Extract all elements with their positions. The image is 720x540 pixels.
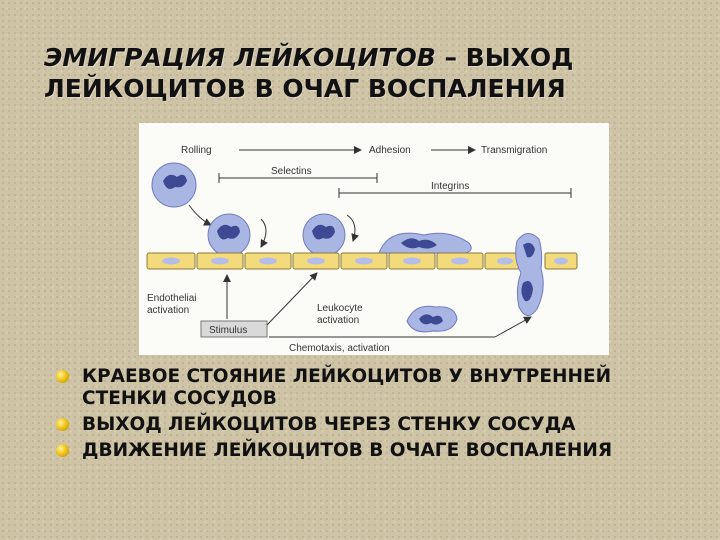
label-adhesion: Adhesion: [369, 145, 411, 156]
title-line-2: ЛЕЙКОЦИТОВ В ОЧАГ ВОСПАЛЕНИЯ: [44, 74, 566, 103]
leukocyte-tissue: [407, 306, 457, 332]
label-rolling: Rolling: [181, 145, 212, 156]
bullet-dot-icon: [56, 418, 69, 431]
bullet-item: ДВИЖЕНИЕ ЛЕЙКОЦИТОВ В ОЧАГЕ ВОСПАЛЕНИЯ: [56, 440, 696, 462]
label-endothelial-2: activation: [147, 305, 189, 316]
label-leukocyte-1: Leukocyte: [317, 303, 363, 314]
label-integrins: Integrins: [431, 181, 469, 192]
title-italic-part: ЭМИГРАЦИЯ ЛЕЙКОЦИТОВ: [44, 43, 436, 72]
bullet-dot-icon: [56, 444, 69, 457]
leukocyte-flattened: [379, 233, 471, 253]
leukocyte-free: [152, 163, 196, 207]
label-stimulus: Stimulus: [209, 325, 247, 336]
title-regular-part: ВЫХОД: [466, 43, 574, 72]
title-dash: –: [436, 43, 466, 72]
leukocyte-transmigrating: [516, 233, 544, 315]
label-chemotaxis: Chemotaxis, activation: [289, 343, 390, 354]
leukocyte-rolling: [208, 214, 250, 256]
slide-title: ЭМИГРАЦИЯ ЛЕЙКОЦИТОВ – ВЫХОД ЛЕЙКОЦИТОВ …: [44, 42, 664, 104]
label-selectins: Selectins: [271, 166, 312, 177]
diagram-svg: Rolling Adhesion Transmigration Selectin…: [139, 123, 609, 355]
bullet-text: ДВИЖЕНИЕ ЛЕЙКОЦИТОВ В ОЧАГЕ ВОСПАЛЕНИЯ: [82, 440, 612, 461]
endothelium-layer: [147, 253, 577, 269]
bullet-item: КРАЕВОЕ СТОЯНИЕ ЛЕЙКОЦИТОВ У ВНУТРЕННЕЙ …: [56, 366, 696, 410]
leukocyte-adhering: [303, 214, 345, 256]
leukocyte-emigration-diagram: Rolling Adhesion Transmigration Selectin…: [139, 123, 609, 355]
bullet-item: ВЫХОД ЛЕЙКОЦИТОВ ЧЕРЕЗ СТЕНКУ СОСУДА: [56, 414, 696, 436]
bullet-text: КРАЕВОЕ СТОЯНИЕ ЛЕЙКОЦИТОВ У ВНУТРЕННЕЙ …: [82, 366, 611, 409]
label-transmigration: Transmigration: [481, 145, 547, 156]
bullet-list: КРАЕВОЕ СТОЯНИЕ ЛЕЙКОЦИТОВ У ВНУТРЕННЕЙ …: [56, 366, 696, 466]
arrow-stimulus-leukocyte: [267, 273, 317, 325]
label-leukocyte-2: activation: [317, 315, 359, 326]
bullet-text: ВЫХОД ЛЕЙКОЦИТОВ ЧЕРЕЗ СТЕНКУ СОСУДА: [82, 414, 576, 435]
label-endothelial-1: Endotheliai: [147, 293, 196, 304]
bullet-dot-icon: [56, 370, 69, 383]
